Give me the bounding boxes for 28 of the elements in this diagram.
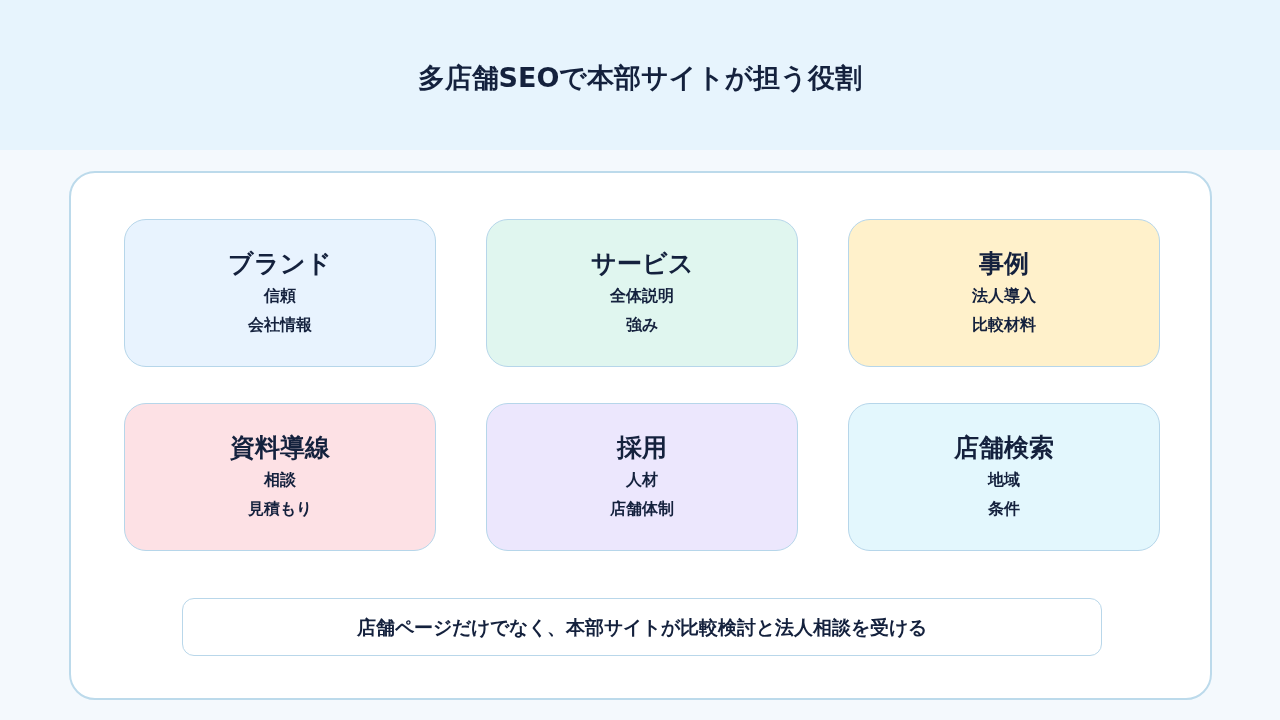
category-card: [848, 403, 1160, 551]
card-heading: ブランド: [228, 248, 332, 280]
keyword-label: 店舗体制: [610, 498, 674, 520]
summary-box: [182, 598, 1102, 656]
keyword-label: 全体説明: [610, 285, 674, 307]
keyword-label: 比較材料: [972, 314, 1036, 336]
category-card: [848, 219, 1160, 367]
keyword-label: 会社情報: [248, 314, 312, 336]
diagram-title: 多店舗SEOで本部サイトが担う役割: [417, 61, 863, 95]
keyword-label: 信頼: [264, 285, 296, 307]
card-heading: サービス: [590, 248, 694, 280]
keyword-label: 条件: [988, 498, 1020, 520]
card-heading: 事例: [979, 248, 1029, 280]
keyword-label: 人材: [626, 469, 658, 491]
card-heading: 店舗検索: [954, 432, 1054, 464]
keyword-label: 見積もり: [248, 498, 312, 520]
content-panel: [69, 171, 1212, 700]
category-card: [486, 219, 798, 367]
keyword-label: 法人導入: [972, 285, 1036, 307]
summary-text: 店舗ページだけでなく、本部サイトが比較検討と法人相談を受ける: [357, 615, 927, 640]
card-heading: 資料導線: [230, 432, 330, 464]
keyword-label: 強み: [626, 314, 658, 336]
keyword-label: 相談: [264, 469, 296, 491]
card-heading: 採用: [617, 432, 667, 464]
category-card: [124, 219, 436, 367]
keyword-label: 地域: [988, 469, 1020, 491]
category-card: [486, 403, 798, 551]
category-card: [124, 403, 436, 551]
